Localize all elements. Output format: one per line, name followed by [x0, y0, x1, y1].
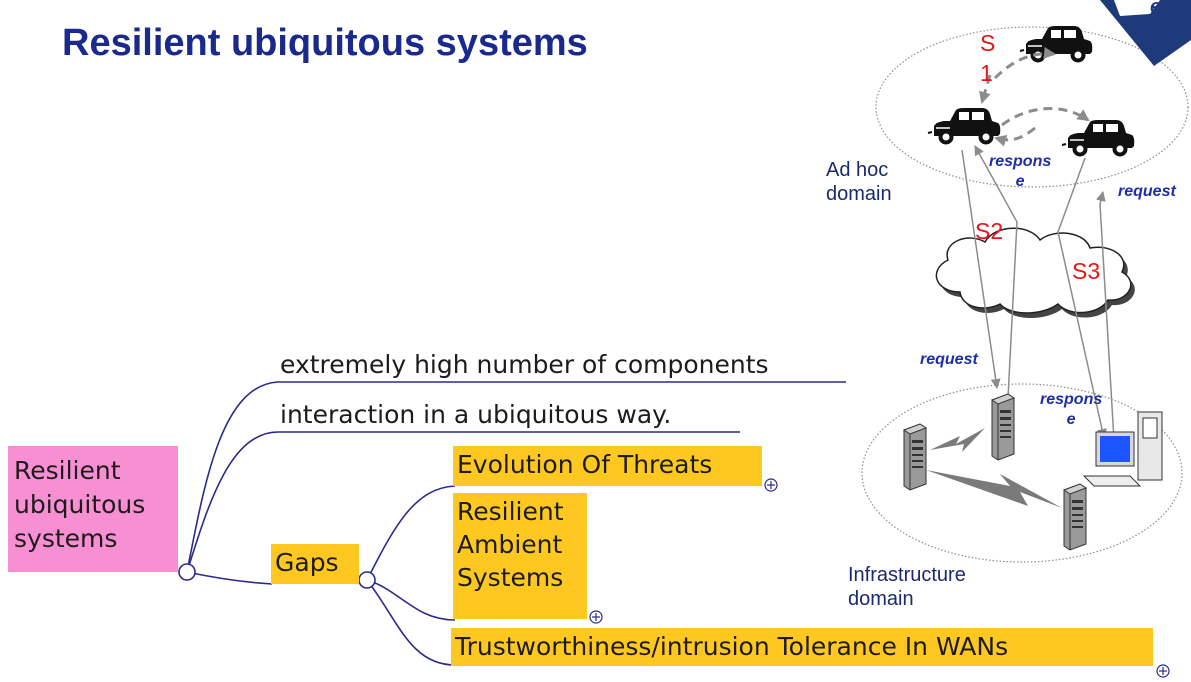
car-top-right-icon	[1019, 25, 1094, 64]
response-bottom-line: respons	[1040, 391, 1103, 408]
adhoc-domain-ellipse	[875, 26, 1189, 188]
expand-ambient-icon	[589, 610, 603, 624]
car-middle-left-icon	[927, 107, 1002, 146]
infrastructure-domain-line: Infrastructure	[848, 564, 966, 586]
response-top-line: respons	[989, 153, 1052, 170]
gaps-node: Gaps	[271, 544, 359, 584]
request-right-label: request	[1118, 183, 1176, 200]
branch-underlines	[278, 381, 846, 433]
link-lightning-bottom	[926, 470, 1062, 508]
response-top-label: respons e	[989, 152, 1051, 192]
adhoc-domain-line: domain	[826, 183, 892, 205]
infrastructure-domain-line: domain	[848, 588, 914, 610]
response-bottom-label: respons e	[1040, 390, 1102, 430]
response-bottom-line: e	[1066, 411, 1076, 428]
request-left-label: request	[920, 351, 978, 368]
root-line: systems	[14, 524, 118, 553]
car-middle-right-icon	[1061, 119, 1136, 158]
scenario-s1-line: 1	[980, 60, 993, 86]
scenario-s1-label: S 1	[980, 28, 995, 88]
logo-text: esi	[1150, 0, 1178, 18]
gap-ambient-label: Resilient Ambient Systems	[457, 495, 564, 594]
link-lightning-top	[930, 428, 985, 452]
root-node: Resilient ubiquitous systems	[8, 446, 178, 572]
gap-ambient-line: Systems	[457, 563, 564, 592]
server-top-icon	[991, 393, 1015, 461]
server-left-icon	[903, 423, 927, 491]
gap-ambient-line: Ambient	[457, 530, 563, 559]
root-line: ubiquitous	[14, 490, 146, 519]
expand-trustworthiness-icon	[1156, 664, 1170, 678]
root-label: Resilient ubiquitous systems	[14, 454, 145, 556]
root-line: Resilient	[14, 456, 121, 485]
scenario-s3-label: S3	[1072, 258, 1101, 284]
internet-cloud	[935, 227, 1135, 318]
branch-interaction: interaction in a ubiquitous way.	[280, 400, 672, 429]
infrastructure-domain-ellipse	[861, 383, 1183, 563]
gap-trustworthiness-node: Trustworthiness/intrusion Tolerance In W…	[451, 628, 1153, 666]
response-top-line: e	[1015, 173, 1025, 190]
gap-ambient-node: Resilient Ambient Systems	[453, 493, 587, 619]
slide-title: Resilient ubiquitous systems	[62, 22, 588, 64]
logo-corner	[1100, 0, 1191, 66]
gap-trustworthiness-label: Trustworthiness/intrusion Tolerance In W…	[455, 632, 1009, 661]
gaps-label: Gaps	[275, 548, 339, 577]
gap-evolution-node: Evolution Of Threats	[453, 446, 762, 486]
adhoc-domain-label: Ad hoc domain	[826, 158, 892, 206]
infrastructure-domain-label: Infrastructure domain	[848, 563, 966, 611]
scenario-s1-line: S	[980, 30, 996, 56]
gap-evolution-label: Evolution Of Threats	[457, 450, 713, 479]
root-connector-circle	[178, 563, 196, 581]
server-bottom-icon	[1063, 483, 1087, 551]
branch-components: extremely high number of components	[280, 350, 769, 379]
scenario-s2-label: S2	[975, 218, 1004, 244]
desktop-computer-icon	[1082, 411, 1163, 487]
adhoc-domain-line: Ad hoc	[826, 159, 889, 181]
gap-ambient-line: Resilient	[457, 497, 564, 526]
gaps-connector-circle	[358, 571, 376, 589]
expand-evolution-icon	[764, 478, 778, 492]
